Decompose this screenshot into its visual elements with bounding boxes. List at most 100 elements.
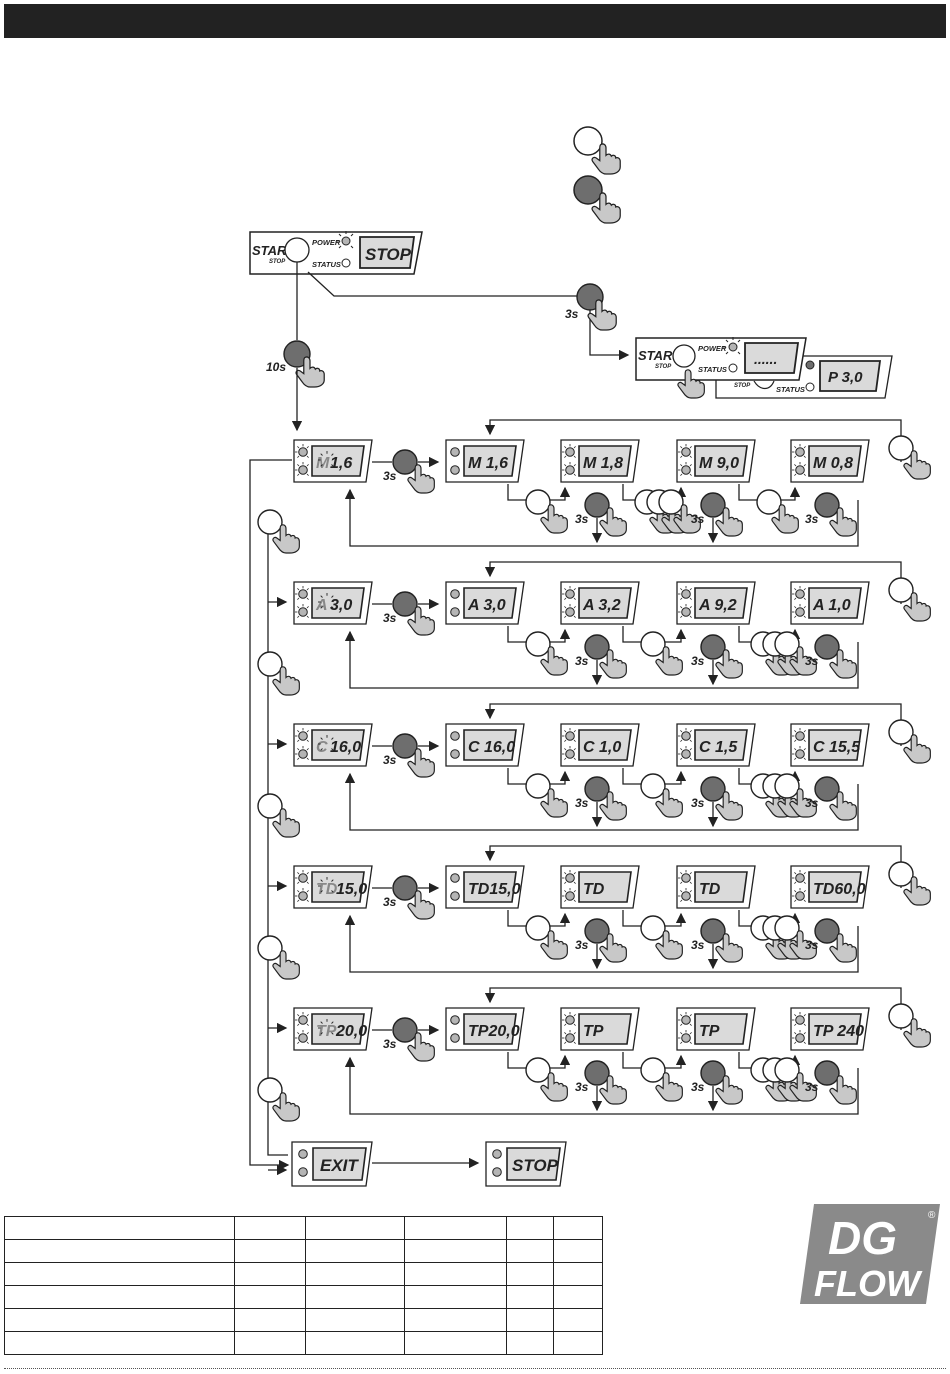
press-next-row-tp[interactable] bbox=[257, 1077, 300, 1122]
screen-m-4-text: M 0,8 bbox=[813, 455, 853, 472]
hold-enter-c[interactable]: 3s bbox=[383, 733, 435, 778]
press-a-2-c[interactable] bbox=[774, 631, 817, 676]
svg-text:3s: 3s bbox=[383, 895, 397, 909]
press-next-row-a[interactable] bbox=[257, 651, 300, 696]
svg-text:C: C bbox=[316, 739, 328, 756]
hold-confirm-a-2[interactable]: 3s bbox=[805, 634, 857, 679]
screen-m-3: M 9,0 bbox=[676, 439, 756, 483]
press-cycle-c[interactable] bbox=[888, 719, 931, 764]
start-stop-button[interactable] bbox=[284, 237, 310, 263]
press-tp-2-c[interactable] bbox=[774, 1057, 817, 1102]
screen-c-4-text: C 15,5 bbox=[813, 739, 861, 756]
screen-td-1-text: TD15,0 bbox=[468, 881, 521, 898]
press-cycle-m[interactable] bbox=[888, 435, 931, 480]
table-cell bbox=[506, 1239, 554, 1263]
screen-tp-2-text: TP bbox=[583, 1023, 604, 1040]
hold-enter-a[interactable]: 3s bbox=[383, 591, 435, 636]
table-cell bbox=[234, 1285, 306, 1309]
press-cycle-td[interactable] bbox=[888, 861, 931, 906]
press-td-2-c[interactable] bbox=[774, 915, 817, 960]
svg-text:3s: 3s bbox=[383, 1037, 397, 1051]
hold-confirm-tp-2[interactable]: 3s bbox=[805, 1060, 857, 1105]
svg-text:STOP: STOP bbox=[655, 364, 672, 370]
screen-tp-2: TP bbox=[560, 1007, 640, 1051]
screen-tp-4-text: TP 240 bbox=[813, 1023, 864, 1040]
table-cell bbox=[506, 1262, 554, 1286]
hold-confirm-td-1[interactable]: 3s bbox=[691, 918, 743, 963]
hold-confirm-m-2[interactable]: 3s bbox=[805, 492, 857, 537]
screen-td-2: TD bbox=[560, 865, 640, 909]
table-cell bbox=[553, 1239, 603, 1263]
screen-a-1: A 3,0 bbox=[445, 581, 525, 625]
hold-confirm-tp-0[interactable]: 3s bbox=[575, 1060, 627, 1105]
press-a-0[interactable] bbox=[525, 631, 568, 676]
svg-text:STATUS: STATUS bbox=[698, 365, 727, 374]
svg-text:A: A bbox=[315, 597, 328, 614]
table-cell bbox=[4, 1239, 235, 1263]
table-cell bbox=[553, 1308, 603, 1332]
hold-confirm-c-2[interactable]: 3s bbox=[805, 776, 857, 821]
screen-a-3-text: A 9,2 bbox=[698, 597, 737, 614]
hold-button-10s[interactable]: 10s bbox=[266, 340, 325, 388]
press-cycle-a[interactable] bbox=[888, 577, 931, 622]
press-cycle-tp[interactable] bbox=[888, 1003, 931, 1048]
svg-text:3s: 3s bbox=[383, 753, 397, 767]
screen-tp-3-text: TP bbox=[699, 1023, 720, 1040]
parameter-table bbox=[4, 1216, 603, 1355]
table-row bbox=[4, 1331, 603, 1355]
hold-confirm-c-0[interactable]: 3s bbox=[575, 776, 627, 821]
logo-line1: DG bbox=[828, 1212, 897, 1264]
svg-text:3,0: 3,0 bbox=[330, 597, 352, 614]
press-c-2-c[interactable] bbox=[774, 773, 817, 818]
press-a-1[interactable] bbox=[640, 631, 683, 676]
press-td-0[interactable] bbox=[525, 915, 568, 960]
hold-button-program[interactable]: 3s bbox=[565, 283, 617, 331]
hold-confirm-td-0[interactable]: 3s bbox=[575, 918, 627, 963]
table-cell bbox=[4, 1262, 235, 1286]
hold-confirm-a-0[interactable]: 3s bbox=[575, 634, 627, 679]
hold-confirm-td-2[interactable]: 3s bbox=[805, 918, 857, 963]
press-tp-0[interactable] bbox=[525, 1057, 568, 1102]
hold-enter-tp[interactable]: 3s bbox=[383, 1017, 435, 1062]
final-stop-panel: STOP bbox=[485, 1141, 567, 1187]
hold-confirm-m-0[interactable]: 3s bbox=[575, 492, 627, 537]
svg-text:TD: TD bbox=[316, 881, 338, 898]
hold-confirm-tp-1[interactable]: 3s bbox=[691, 1060, 743, 1105]
svg-text:3s: 3s bbox=[575, 938, 589, 952]
hold-enter-m[interactable]: 3s bbox=[383, 449, 435, 494]
hold-enter-td[interactable]: 3s bbox=[383, 875, 435, 920]
status-label: STATUS bbox=[312, 260, 341, 269]
hold-confirm-m-1[interactable]: 3s bbox=[691, 492, 743, 537]
svg-text:15,0: 15,0 bbox=[336, 881, 367, 898]
press-m-0[interactable] bbox=[525, 489, 568, 534]
power-label: POWER bbox=[312, 238, 341, 247]
table-cell bbox=[404, 1331, 507, 1355]
press-m-1-c[interactable] bbox=[658, 489, 701, 534]
press-next-row-c[interactable] bbox=[257, 793, 300, 838]
hold-confirm-a-1[interactable]: 3s bbox=[691, 634, 743, 679]
screen-tp-1-text: TP20,0 bbox=[468, 1023, 520, 1040]
screen-c-1: C 16,0 bbox=[445, 723, 525, 767]
table-row bbox=[4, 1262, 603, 1286]
hold-confirm-c-1[interactable]: 3s bbox=[691, 776, 743, 821]
table-cell bbox=[553, 1331, 603, 1355]
power-led bbox=[341, 236, 351, 246]
table-cell bbox=[553, 1262, 603, 1286]
exit-panel: EXIT bbox=[291, 1141, 373, 1187]
table-cell bbox=[234, 1308, 306, 1332]
press-c-1[interactable] bbox=[640, 773, 683, 818]
press-next-row-m[interactable] bbox=[257, 509, 300, 554]
press-td-1[interactable] bbox=[640, 915, 683, 960]
screen-tp-4: TP 240 bbox=[790, 1007, 870, 1051]
press-m-2[interactable] bbox=[756, 489, 799, 534]
press-next-row-td[interactable] bbox=[257, 935, 300, 980]
press-tp-1[interactable] bbox=[640, 1057, 683, 1102]
table-cell bbox=[553, 1285, 603, 1309]
table-cell bbox=[404, 1285, 507, 1309]
press-c-0[interactable] bbox=[525, 773, 568, 818]
table-cell bbox=[305, 1331, 405, 1355]
table-cell bbox=[305, 1285, 405, 1309]
